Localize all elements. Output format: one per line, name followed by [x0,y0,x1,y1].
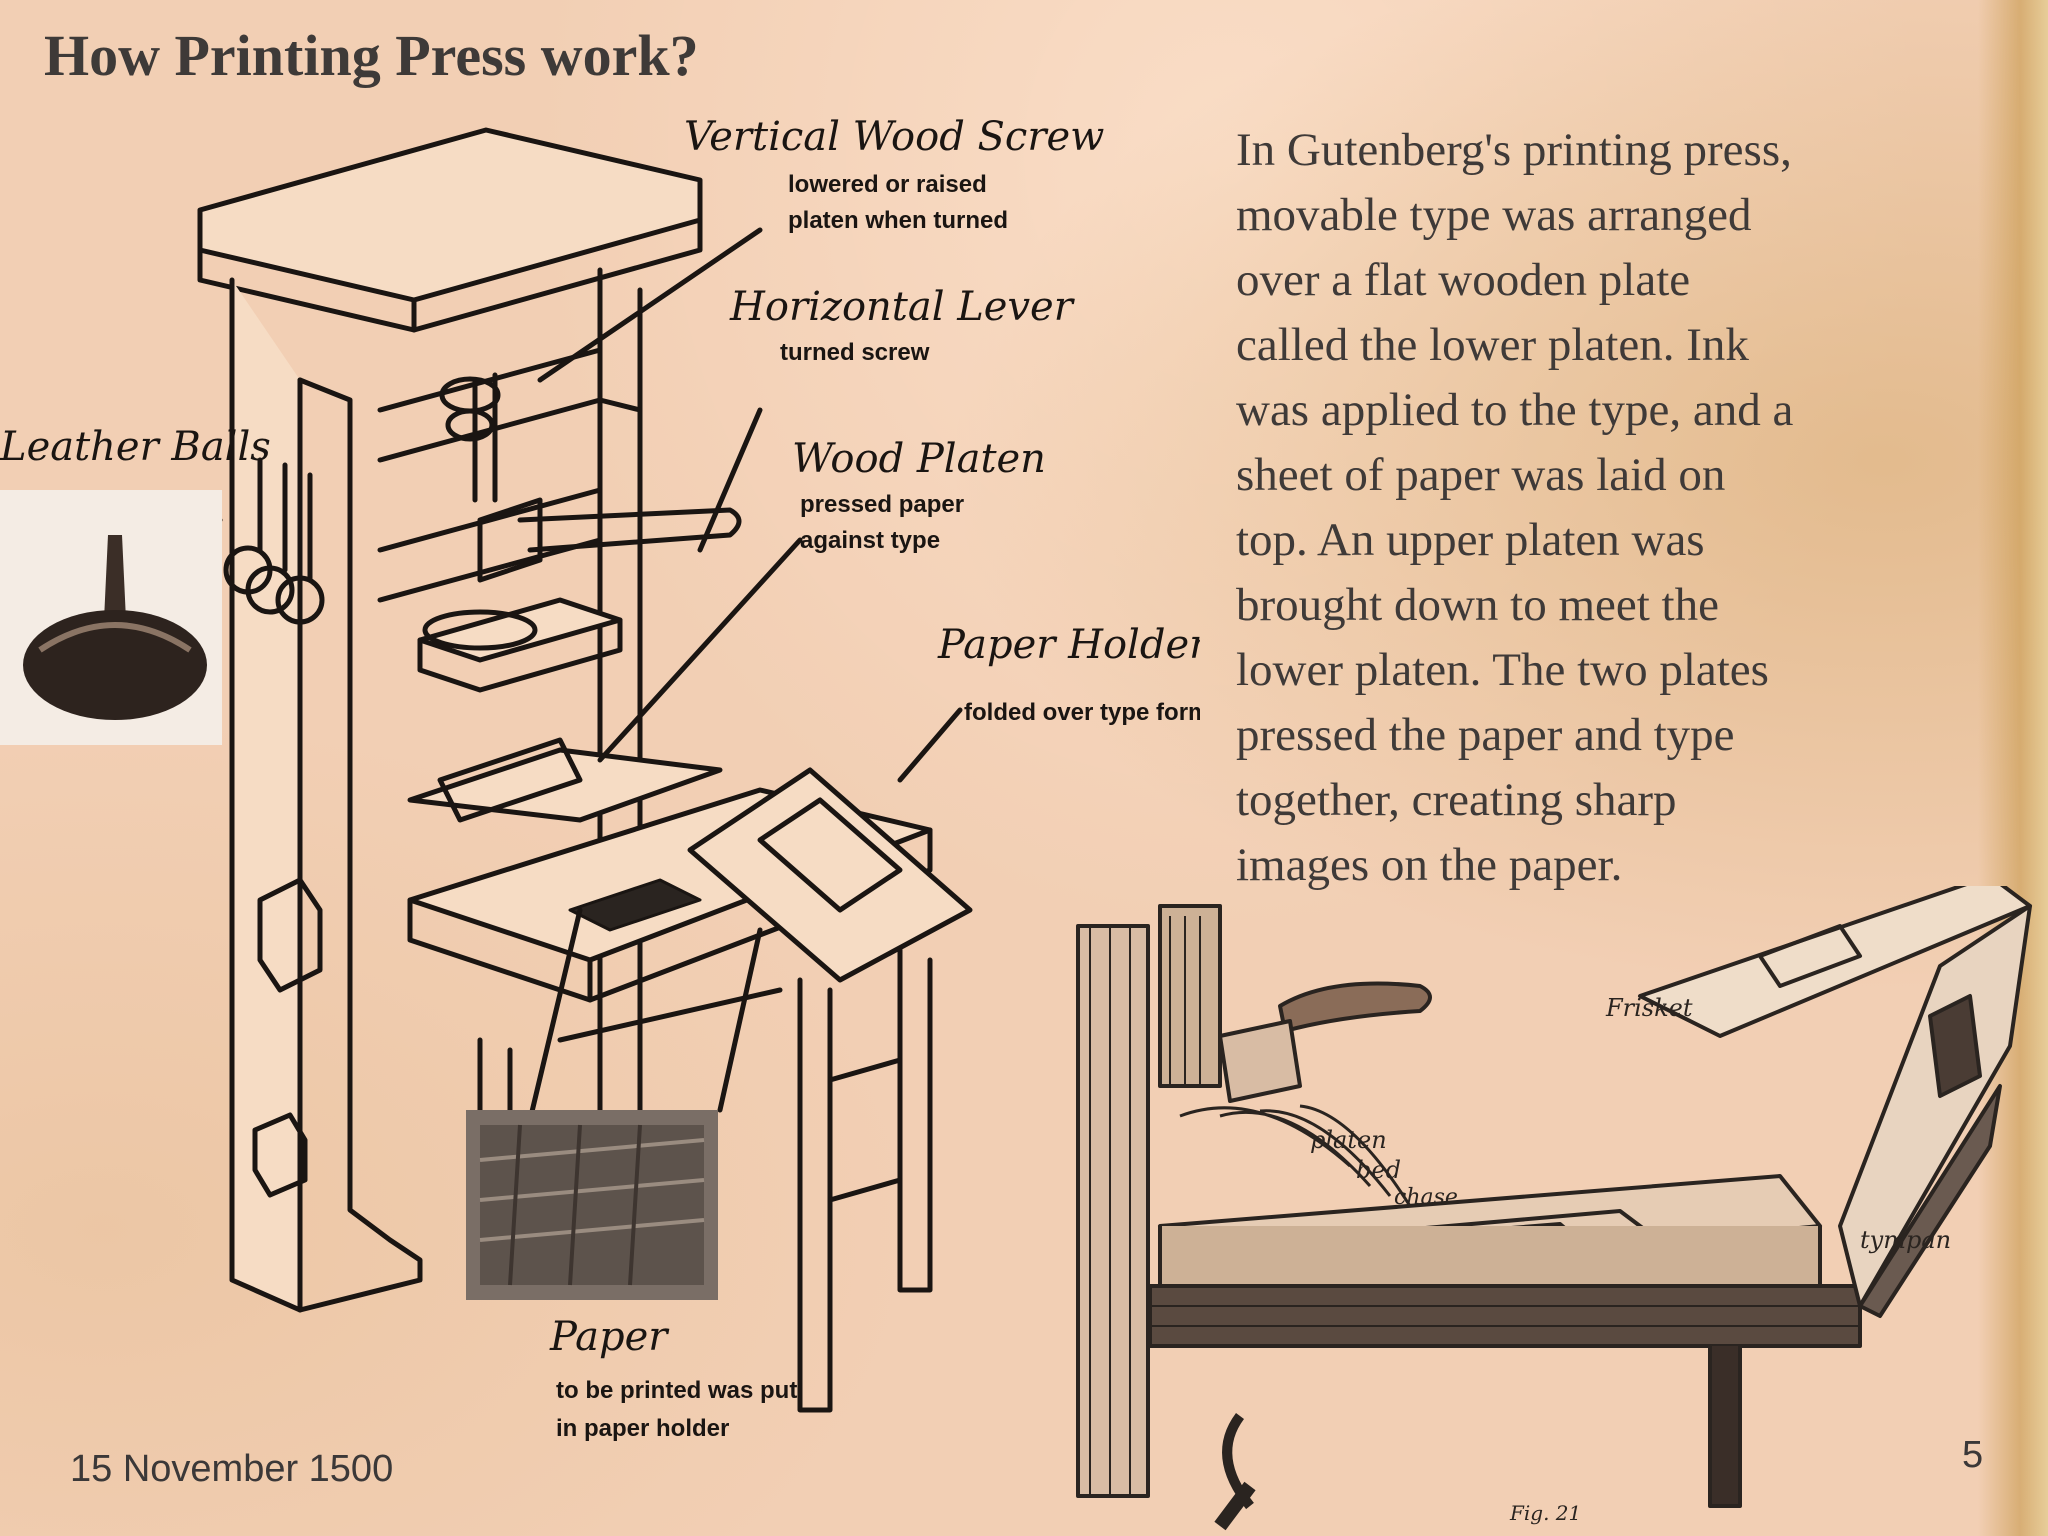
label-paper-holder: Paper Holder [937,622,1200,668]
background-stain [1978,0,2048,1536]
label-lever-note-1: turned screw [780,339,930,366]
label-paper: Paper [549,1314,670,1360]
footer-date: 15 November 1500 [70,1448,394,1490]
label-tympan: tympan [1860,1226,1951,1254]
press-diagram: Vertical Wood Screw lowered or raised pl… [0,114,1200,1442]
label-screw-note-1: lowered or raised [788,171,987,198]
page-number: 5 [1962,1434,1984,1476]
press-bed-engraving: platen bed chase Frisket tympan Fig. 21 [1076,886,2032,1531]
label-platen-note-2: against type [800,527,940,554]
label-paper-note-1: to be printed was put [556,1377,797,1404]
label-bed: bed [1356,1156,1401,1184]
label-paper-note-2: in paper holder [556,1415,729,1442]
slide-body-text: In Gutenberg's printing press, movable t… [1236,124,1794,891]
label-holder-note-1: folded over type form [964,699,1200,726]
label-frisket: Frisket [1605,994,1693,1022]
type-photo-inset [466,1110,718,1300]
slide-title: How Printing Press work? [44,23,699,88]
figure-caption: Fig. 21 [1509,1501,1581,1525]
label-vertical-wood-screw: Vertical Wood Screw [684,114,1104,160]
label-leather-balls: Leather Balls [0,424,271,470]
label-horizontal-lever: Horizontal Lever [729,284,1076,330]
leather-balls-inset [0,490,222,745]
label-screw-note-2: platen when turned [788,207,1008,234]
label-wood-platen: Wood Platen [792,436,1046,482]
label-chase: chase [1394,1185,1458,1210]
label-platen-right: platen [1310,1126,1387,1154]
label-platen-note-1: pressed paper [800,491,964,518]
